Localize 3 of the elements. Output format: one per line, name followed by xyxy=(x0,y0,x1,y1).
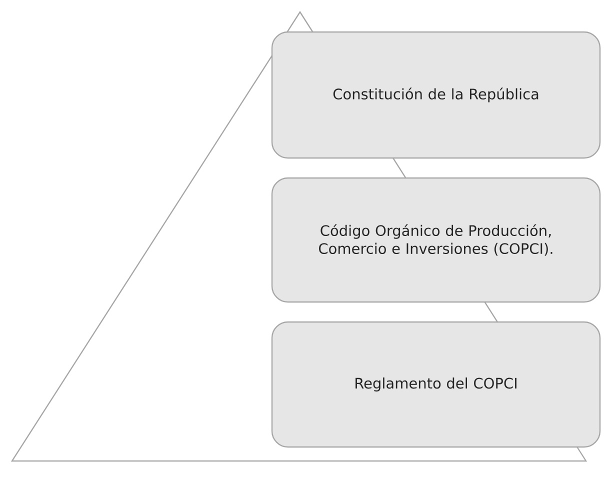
level-box: Constitución de la República xyxy=(271,31,601,159)
level-box: Código Orgánico de Producción, Comercio e Inversiones (COPCI). xyxy=(271,177,601,303)
level-box: Reglamento del COPCI xyxy=(271,321,601,448)
